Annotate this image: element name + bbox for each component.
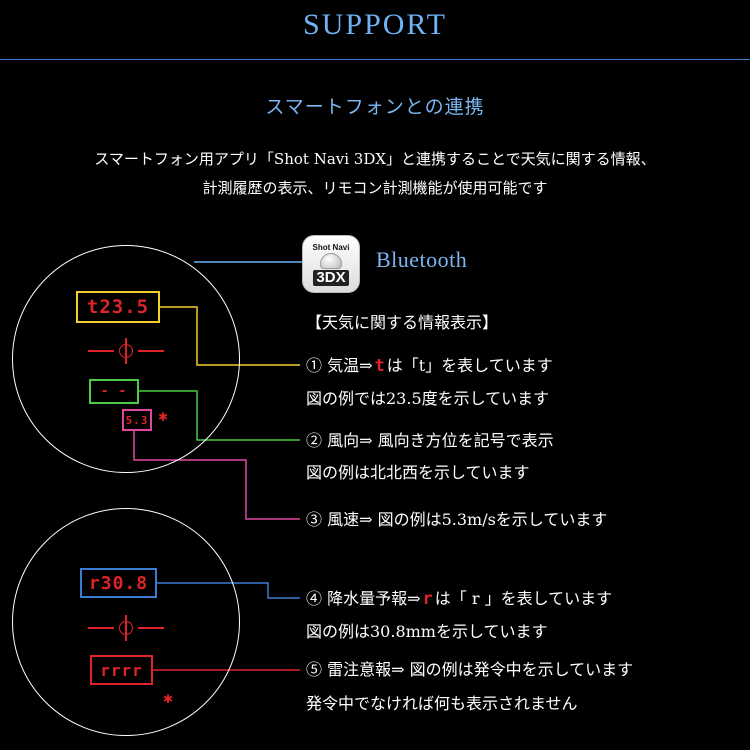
speed-item-line-1: ③ 風速⇒ 図の例は5.3m/sを示しています: [306, 510, 608, 529]
rain-forecast-display: r30.8: [80, 568, 157, 598]
bluetooth-icon: ✱: [158, 410, 169, 424]
weather-info-heading: 【天気に関する情報表示】: [306, 313, 499, 332]
app-model: 3DX: [313, 269, 349, 286]
dir-item-line-2: 図の例は北北西を示しています: [306, 463, 530, 482]
golf-ball-icon: [320, 252, 342, 269]
rain-item-line-2: 図の例は30.8mmを示しています: [306, 622, 548, 641]
intro-text: スマートフォン用アプリ「Shot Navi 3DX」と連携することで天気に関する…: [0, 145, 750, 203]
bluetooth-label: Bluetooth: [376, 247, 468, 272]
bluetooth-icon: ✱: [163, 692, 174, 706]
shot-navi-3dx-app-icon: Shot Navi 3DX: [302, 235, 360, 293]
rain-item-prefix: ④ 降水量予報⇒: [306, 589, 421, 608]
temp-item-prefix: ① 気温⇒: [306, 356, 373, 375]
intro-line-2: 計測履歴の表示、リモコン計測機能が使用可能です: [202, 179, 548, 197]
alert-item-line-1: ⑤ 雷注意報⇒ 図の例は発令中を示しています: [306, 660, 634, 679]
dir-item-line-1: ② 風向⇒ 風向き方位を記号で表示: [306, 431, 554, 450]
page-header: SUPPORT: [0, 0, 750, 58]
rangefinder-view-top: [12, 245, 240, 473]
intro-line-1: スマートフォン用アプリ「Shot Navi 3DX」と連携することで天気に関する…: [94, 150, 656, 168]
temperature-display: t23.5: [76, 291, 160, 323]
temp-symbol: t: [374, 356, 385, 376]
app-brand: Shot Navi: [312, 242, 350, 252]
temp-item-line-2: 図の例では23.5度を示しています: [306, 389, 550, 408]
wind-speed-display: 5.3: [122, 409, 152, 431]
wind-direction-display: - -: [89, 379, 139, 404]
rangefinder-view-bottom: [12, 508, 240, 736]
reticle-bottom: [88, 615, 164, 641]
rain-item-suffix: は「 r 」を表しています: [434, 589, 613, 608]
section-subtitle: スマートフォンとの連携: [265, 96, 485, 118]
rain-symbol: r: [422, 589, 433, 609]
reticle-top: [88, 338, 164, 364]
lightning-alert-display: rrrr: [90, 655, 153, 685]
page-title: SUPPORT: [303, 8, 447, 41]
temp-item-suffix: は「t」を表しています: [386, 356, 553, 375]
header-divider: [0, 59, 750, 60]
alert-item-line-2: 発令中でなければ何も表示されません: [306, 694, 578, 713]
